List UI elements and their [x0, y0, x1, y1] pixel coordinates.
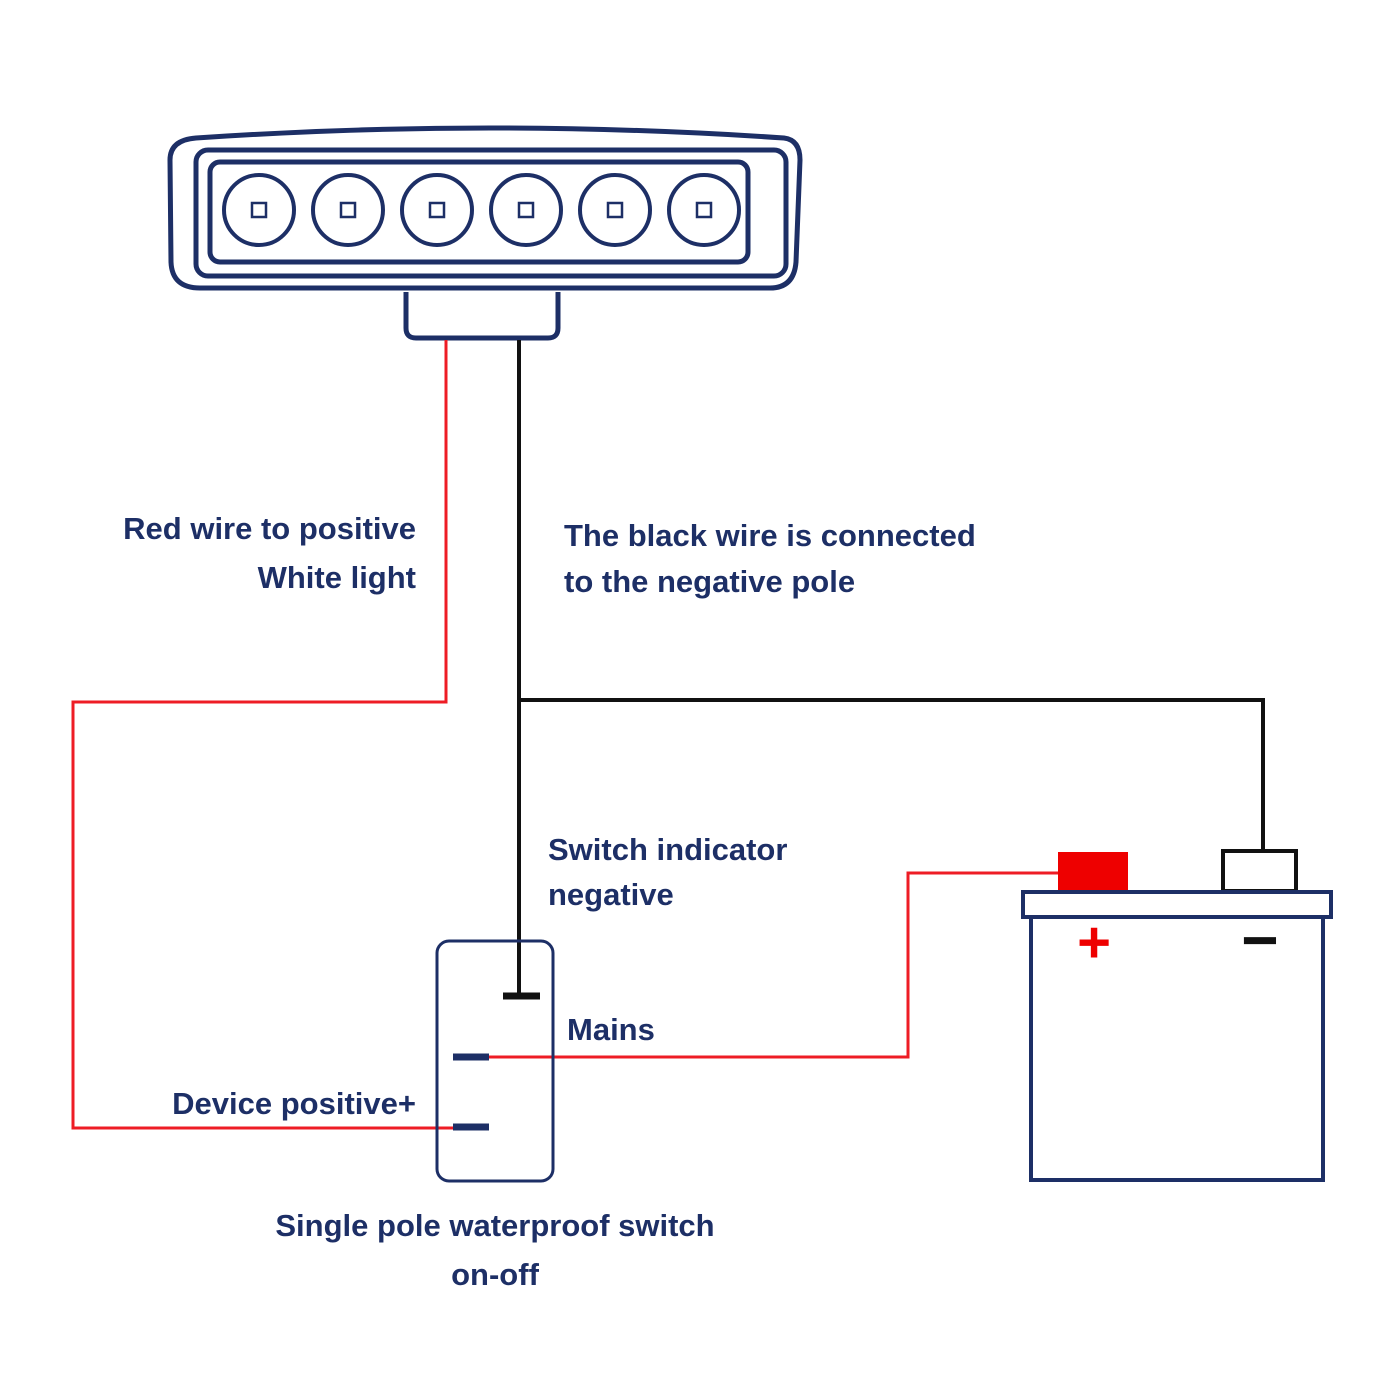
led-chip — [517, 201, 535, 219]
led-chip — [428, 201, 446, 219]
led-lens — [667, 173, 741, 247]
led-lens — [400, 173, 474, 247]
black-wire-label-line1: The black wire is connected — [564, 518, 976, 553]
light-bar-lens — [207, 159, 751, 265]
switch-caption-line1: Single pole waterproof switch — [275, 1208, 714, 1243]
battery-negative-terminal — [1221, 849, 1298, 893]
switch-body — [435, 939, 555, 1183]
black-wire-to-battery-negative — [519, 698, 1265, 852]
wires — [71, 340, 1265, 1130]
light-bar-mount — [403, 292, 561, 341]
switch-indicator-label-line2: negative — [548, 877, 674, 912]
rocker-switch — [435, 939, 555, 1183]
switch-indicator-label-line1: Switch indicator — [548, 832, 787, 867]
led-chip — [695, 201, 713, 219]
led-row — [222, 173, 741, 247]
light-bar-bezel — [193, 147, 789, 279]
red-wire-mains — [472, 871, 1060, 1059]
led-lens — [222, 173, 296, 247]
battery: + − — [1021, 849, 1333, 1182]
battery-negative-symbol: − — [1241, 904, 1278, 976]
switch-caption-line2: on-off — [451, 1257, 539, 1292]
led-light-bar — [167, 125, 803, 341]
battery-lid — [1021, 890, 1333, 919]
device-positive-label: Device positive+ — [172, 1086, 416, 1121]
labels: Red wire to positive White light The bla… — [123, 511, 976, 1292]
battery-positive-symbol: + — [1077, 910, 1111, 975]
red-wire-label-line2: White light — [258, 560, 416, 595]
battery-positive-terminal — [1058, 852, 1128, 890]
black-wire-label-line2: to the negative pole — [564, 564, 855, 599]
mains-label: Mains — [567, 1012, 655, 1047]
light-bar-housing — [167, 125, 803, 291]
led-chip — [606, 201, 624, 219]
red-wire-label-line1: Red wire to positive — [123, 511, 416, 546]
led-chip — [339, 201, 357, 219]
led-lens — [578, 173, 652, 247]
red-wire-light-to-switch — [71, 340, 470, 1130]
led-lens — [489, 173, 563, 247]
led-lens — [311, 173, 385, 247]
led-chip — [250, 201, 268, 219]
battery-case — [1029, 915, 1325, 1182]
